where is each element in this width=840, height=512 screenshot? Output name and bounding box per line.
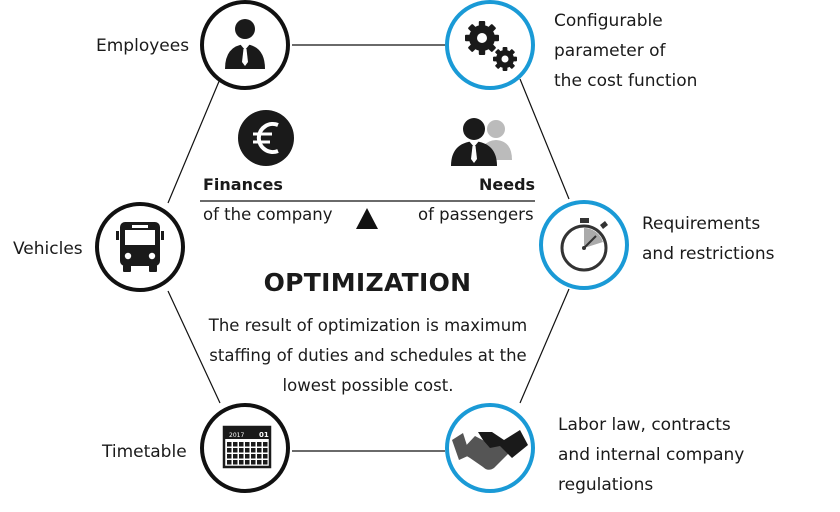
- calendar-cell: [251, 442, 256, 447]
- configurable-label: Configurable parameter of the cost functio…: [554, 6, 697, 96]
- bus-icon: [116, 222, 164, 272]
- timetable-node: 2017 01: [200, 403, 290, 493]
- calendar-cell: [245, 448, 250, 453]
- calendar-cell: [263, 460, 268, 465]
- calendar-cell: [251, 454, 256, 459]
- euro-icon: [238, 110, 294, 166]
- calendar-year: 2017: [229, 432, 244, 439]
- calendar-cell: [239, 460, 244, 465]
- requirements-label-line: Requirements: [642, 214, 761, 234]
- requirements-node: [539, 200, 629, 290]
- finances-title: Finances: [203, 175, 283, 194]
- calendar-cell: [239, 448, 244, 453]
- configurable-label-line: the cost function: [554, 71, 698, 91]
- calendar-icon: 2017 01: [222, 425, 272, 469]
- calendar-cell: [257, 460, 262, 465]
- calendar-month: 01: [259, 431, 269, 439]
- calendar-cell: [257, 448, 262, 453]
- calendar-cell: [263, 454, 268, 459]
- needs-title: Needs: [479, 175, 536, 194]
- line-requirements-labor: [519, 288, 570, 404]
- calendar-cell: [233, 460, 238, 465]
- labor-label: Labor law, contracts and internal company…: [558, 410, 744, 500]
- connector-lines: [167, 44, 570, 452]
- employees-label: Employees: [96, 31, 189, 61]
- calendar-cell: [251, 448, 256, 453]
- calendar-cell: [257, 442, 262, 447]
- calendar-cell: [263, 448, 268, 453]
- calendar-cell: [257, 454, 262, 459]
- calendar-cell: [245, 454, 250, 459]
- calendar-cell: [227, 460, 232, 465]
- gears-icon: [465, 21, 517, 71]
- calendar-cell: [239, 454, 244, 459]
- timetable-label: Timetable: [102, 437, 187, 467]
- calendar-cell: [251, 460, 256, 465]
- vehicles-label-line: Vehicles: [13, 239, 83, 259]
- calendar-cell: [227, 448, 232, 453]
- calendar-grid: [227, 442, 268, 465]
- vehicles-node: [95, 202, 185, 292]
- employee-icon: [225, 19, 265, 69]
- configurable-node: [445, 0, 535, 90]
- line-vehicles-employees: [167, 78, 221, 204]
- employees-node: [200, 0, 290, 90]
- finances-subtitle: of the company: [203, 205, 333, 224]
- optimization-title: OPTIMIZATION: [263, 268, 472, 297]
- requirements-label: Requirements and restrictions: [642, 209, 774, 269]
- handshake-icon: [452, 430, 528, 470]
- optimization-description-line: staffing of duties and schedules at the: [209, 346, 527, 365]
- labor-label-line: regulations: [558, 475, 654, 495]
- line-timetable-vehicles: [167, 290, 221, 404]
- optimization-description-line: lowest possible cost.: [282, 376, 454, 395]
- employees-label-line: Employees: [96, 36, 190, 56]
- passengers-icon: [451, 118, 512, 166]
- needs-subtitle: of passengers: [418, 205, 534, 224]
- vehicles-label: Vehicles: [13, 234, 83, 264]
- labor-label-line: and internal company: [558, 445, 745, 465]
- timetable-label-line: Timetable: [102, 442, 187, 462]
- configurable-label-line: Configurable: [554, 11, 663, 31]
- triangle-fulcrum-icon: [356, 208, 378, 229]
- calendar-cell: [245, 442, 250, 447]
- requirements-label-line: and restrictions: [642, 244, 775, 264]
- calendar-cell: [233, 442, 238, 447]
- calendar-cell: [227, 442, 232, 447]
- calendar-cell: [227, 454, 232, 459]
- line-configurable-requirements: [519, 78, 570, 200]
- labor-node: [445, 403, 535, 493]
- calendar-cell: [239, 442, 244, 447]
- optimization-description: The result of optimization is maximum sta…: [196, 311, 540, 401]
- calendar-cell: [245, 460, 250, 465]
- stopwatch-icon: [560, 218, 608, 272]
- calendar-cell: [233, 454, 238, 459]
- calendar-cell: [233, 448, 238, 453]
- labor-label-line: Labor law, contracts: [558, 415, 731, 435]
- calendar-cell: [263, 442, 268, 447]
- configurable-label-line: parameter of: [554, 41, 666, 61]
- optimization-description-line: The result of optimization is maximum: [208, 316, 528, 335]
